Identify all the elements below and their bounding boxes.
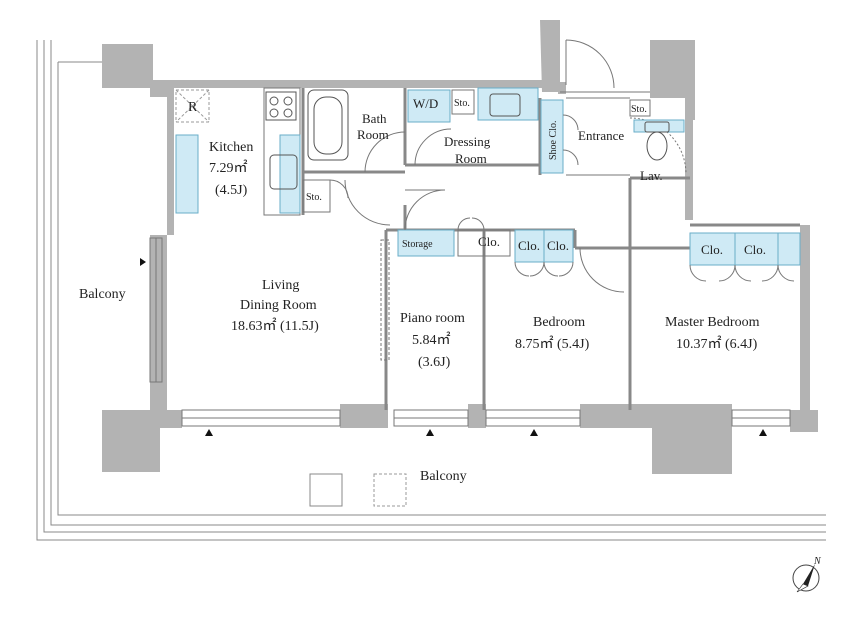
dressing-label-2: Room — [455, 151, 487, 166]
clo-label-1: Clo. — [478, 234, 500, 249]
dressing-sto-label: Sto. — [454, 98, 470, 109]
piano-area: 5.84㎡ — [412, 332, 451, 348]
refrigerator-label: R — [188, 100, 198, 115]
shoe-closet-door — [562, 114, 579, 131]
ldk-area: 18.63㎡ (11.5J) — [231, 318, 319, 334]
vanity-counter — [477, 87, 539, 121]
bath-door — [364, 131, 406, 173]
stove-icon — [265, 91, 297, 121]
piano-label: Piano room — [400, 311, 465, 326]
windows — [149, 237, 791, 427]
sink-icon — [269, 154, 298, 190]
balcony-tile-dashed — [373, 473, 407, 507]
sliding-partition — [380, 239, 390, 361]
closets — [397, 229, 801, 266]
kitchen-label: Kitchen — [209, 140, 253, 155]
storage-label: Storage — [402, 239, 433, 250]
kitchen-jo: (4.5J) — [215, 183, 248, 198]
lav-label: Lav. — [640, 168, 663, 183]
bedroom-label: Bedroom — [533, 315, 585, 330]
master-bedroom-area: 10.37㎡ (6.4J) — [676, 336, 758, 352]
clo-label-4: Clo. — [701, 242, 723, 257]
dressing-label: Dressing — [444, 134, 491, 149]
clo-label-3: Clo. — [547, 238, 569, 253]
dressing-door — [414, 128, 452, 166]
toilet-icon — [644, 121, 670, 161]
dressing-storage-box — [451, 89, 475, 115]
refrigerator-box — [175, 89, 210, 123]
lav-storage-box — [629, 99, 651, 117]
walls — [102, 20, 818, 474]
piano-jo: (3.6J) — [418, 355, 451, 370]
refrigerator-cross — [175, 89, 210, 123]
entrance-lines — [560, 39, 687, 176]
north-label: N — [813, 556, 822, 567]
entrance-sto-label: Sto. — [631, 104, 647, 115]
shoe-closet-label: Shoe Clo. — [548, 121, 559, 160]
balcony-label-left: Balcony — [79, 287, 126, 302]
kitchen-area: 7.29㎡ — [209, 160, 248, 176]
bathtub-icon — [307, 89, 349, 161]
shoe-closet — [540, 99, 564, 174]
balcony-label-bottom: Balcony — [420, 469, 467, 484]
shoe-closet-door-2 — [562, 149, 579, 166]
master-bedroom-label: Master Bedroom — [665, 315, 760, 330]
vanity-basin — [489, 93, 521, 117]
balcony-outline — [36, 40, 826, 541]
bath-label-2: Room — [357, 127, 389, 142]
kitchen-sto-label: Sto. — [306, 192, 322, 203]
ldk-label: Living — [262, 278, 299, 293]
kitchen-counter-left — [175, 134, 199, 214]
entrance-label: Entrance — [578, 128, 624, 143]
clo-label-2: Clo. — [518, 238, 540, 253]
wd-label: W/D — [413, 96, 438, 111]
window-markers — [140, 258, 767, 436]
ldk-label-2: Dining Room — [240, 298, 317, 313]
balcony-tile — [309, 473, 343, 507]
bedroom-area: 8.75㎡ (5.4J) — [515, 336, 590, 352]
door-swings — [344, 179, 795, 293]
north-arrow-icon — [792, 564, 820, 593]
kitchen-storage-box — [302, 179, 331, 213]
washer-box — [407, 89, 451, 123]
clo-label-5: Clo. — [744, 242, 766, 257]
bath-label: Bath — [362, 111, 387, 126]
